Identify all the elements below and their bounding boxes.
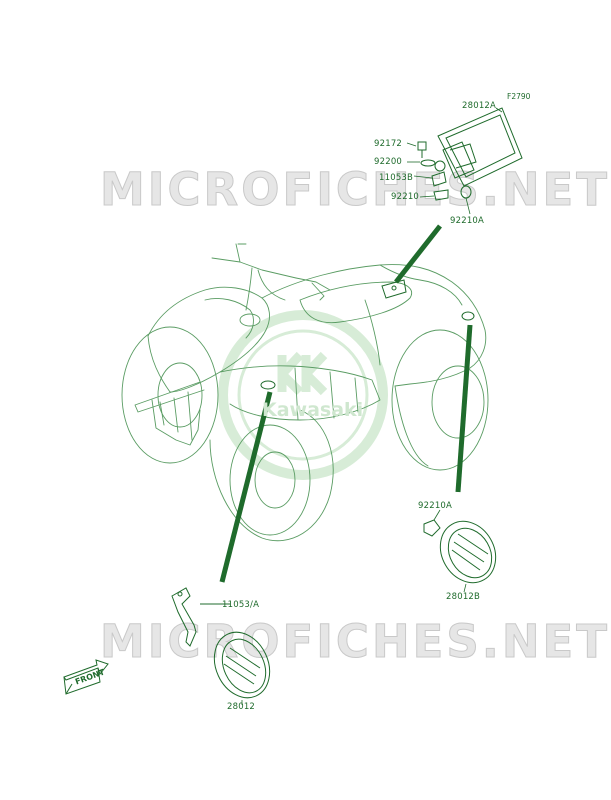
reflector-28012b-drawing <box>439 520 497 584</box>
watermark-top: MICROFICHES.NET <box>100 163 610 217</box>
kawasaki-brand-text: Kawasaki <box>262 399 364 421</box>
part-label-11053a[interactable]: 11053/A <box>222 600 260 610</box>
reflector-28012-drawing <box>213 631 271 699</box>
kawasaki-logo <box>218 310 388 480</box>
nut-92210a-drawing <box>423 519 441 537</box>
part-label-92172[interactable]: 92172 <box>374 139 403 149</box>
label-leaders <box>241 107 503 705</box>
body-reflector-markers <box>260 279 475 390</box>
leader-lines <box>200 224 473 605</box>
figure-code: F2790 <box>507 92 531 101</box>
bracket-11053a-drawing <box>171 587 197 647</box>
front-arrow-icon <box>63 659 109 695</box>
part-label-28012b[interactable]: 28012B <box>446 592 481 602</box>
part-label-92200[interactable]: 92200 <box>374 157 403 167</box>
part-label-92210[interactable]: 92210 <box>391 192 420 202</box>
part-label-28012a[interactable]: 28012A <box>462 101 497 111</box>
part-label-28012[interactable]: 28012 <box>227 702 256 712</box>
atv-outline <box>121 243 489 542</box>
part-label-92210a-top[interactable]: 92210A <box>450 216 485 226</box>
part-label-92210a-bottom[interactable]: 92210A <box>418 501 453 511</box>
reflector-28012a-drawing <box>417 107 523 201</box>
part-label-11053b[interactable]: 11053B <box>379 173 414 183</box>
